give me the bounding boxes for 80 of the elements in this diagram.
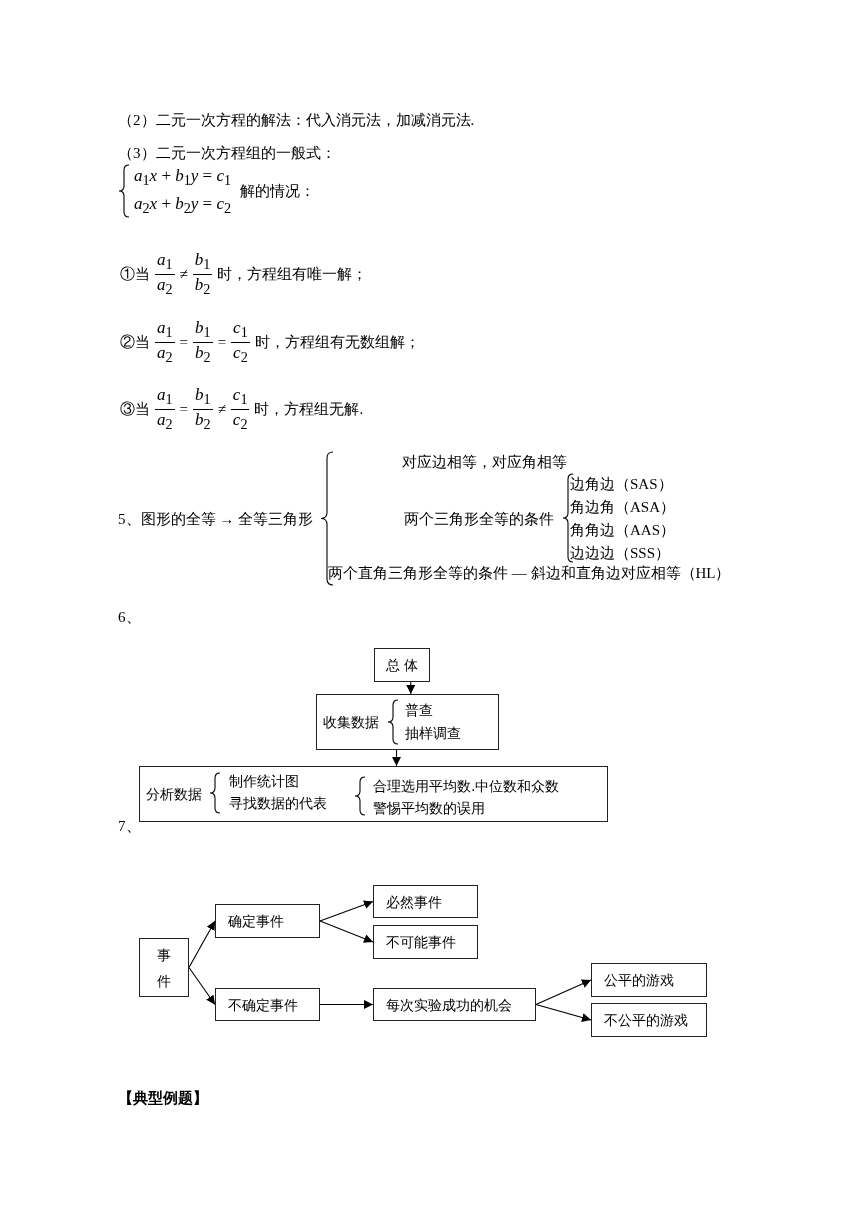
arrow [188,966,216,1006]
process-box [373,988,536,1021]
formula-text: ③当 [120,400,150,420]
numerator: c$_{1}$ [230,385,250,411]
node-text: 公平的游戏 [604,971,674,989]
text-line: 角边角（ASA） [570,498,675,517]
text-line: 对应边相等，对应角相等 [402,453,567,472]
formula-text: ≠ [217,401,226,419]
numerator: a$_{1}$ [155,318,175,344]
formula-text: = [179,334,189,352]
text-line: 5、图形的全等 → 全等三角形 [118,510,313,529]
node-text: 制作统计图 [229,772,299,790]
node-text: 不确定事件 [228,995,298,1014]
numerator: c$_{1}$ [231,318,250,344]
node-text: 普查 [405,701,433,719]
arrow [406,681,416,695]
text-line: 解的情况： [240,182,315,201]
node-text: 每次实验成功的机会 [386,995,512,1014]
node-text: 合理选用平均数.中位数和众数 [373,777,560,795]
equation: a$_{2}$x + b$_{2}$y = c$_{2}$ [134,194,232,219]
numerator: b$_{1}$ [193,385,213,411]
denominator: b$_{2}$ [195,343,211,368]
node-text: 不可能事件 [386,933,456,951]
arrow [535,979,592,1006]
process-box [215,904,320,938]
denominator: a$_{2}$ [157,410,173,435]
node-text: 分析数据 [146,785,202,803]
numerator: a$_{1}$ [155,385,175,411]
node-text: 寻找数据的代表 [229,794,327,812]
denominator: b$_{2}$ [195,410,211,435]
formula-text: 时，方程组有唯一解； [217,265,368,285]
text-line: 边边边（SSS） [570,544,671,563]
denominator: c$_{2}$ [232,410,248,435]
numerator: b$_{1}$ [192,250,213,276]
section-number: 6、 [118,608,141,627]
denominator: c$_{2}$ [233,343,248,368]
process-box [591,963,707,997]
denominator: b$_{2}$ [194,275,211,300]
numerator: a$_{1}$ [155,250,175,276]
text-line: 两个直角三角形全等的条件 — 斜边和直角边对应相等（HL） [328,564,731,583]
section-number: 7、 [118,817,141,836]
node-text: 总 体 [385,656,419,674]
process-box [374,648,430,682]
formula-text: = [179,401,189,419]
node-text: 抽样调查 [405,724,461,742]
process-box [139,766,608,822]
formula-text: ②当 [120,333,150,353]
arrow [188,920,216,969]
formula-text: 时，方程组有无数组解； [254,333,420,353]
formula-text: ≠ [179,266,188,284]
arrow [319,920,374,943]
formula-text: 时，方程组无解. [254,400,364,420]
arrow [319,900,374,922]
node-text: 必然事件 [386,892,442,911]
equation: a$_{1}$x + b$_{1}$y = c$_{1}$ [134,166,232,191]
process-box [591,1003,707,1037]
node-text: 警惕平均数的误用 [373,799,485,817]
process-box [215,988,320,1021]
text-line: 角角边（AAS） [570,521,675,540]
formula-text: ①当 [120,265,150,285]
numerator: b$_{1}$ [193,318,213,344]
denominator: a$_{2}$ [157,275,173,300]
node-text: 不公平的游戏 [604,1011,688,1029]
node-text: 收集数据 [323,713,379,731]
text-line: 两个三角形全等的条件 [404,510,554,529]
process-box [373,925,478,959]
process-box [373,885,478,918]
node-text: 事件 [156,945,172,991]
denominator: a$_{2}$ [157,343,173,368]
heading: 【典型例题】 [118,1089,208,1108]
arrow [535,1003,592,1022]
formula-text: = [217,334,227,352]
arrow [319,1000,374,1009]
text-line: 边角边（SAS） [570,475,673,494]
arrow [392,749,401,767]
text-line: （3）二元一次方程组的一般式： [118,144,336,163]
process-box [316,694,499,750]
process-box [139,938,189,997]
node-text: 确定事件 [228,912,284,930]
text-line: （2）二元一次方程的解法：代入消元法，加减消元法. [118,111,475,130]
